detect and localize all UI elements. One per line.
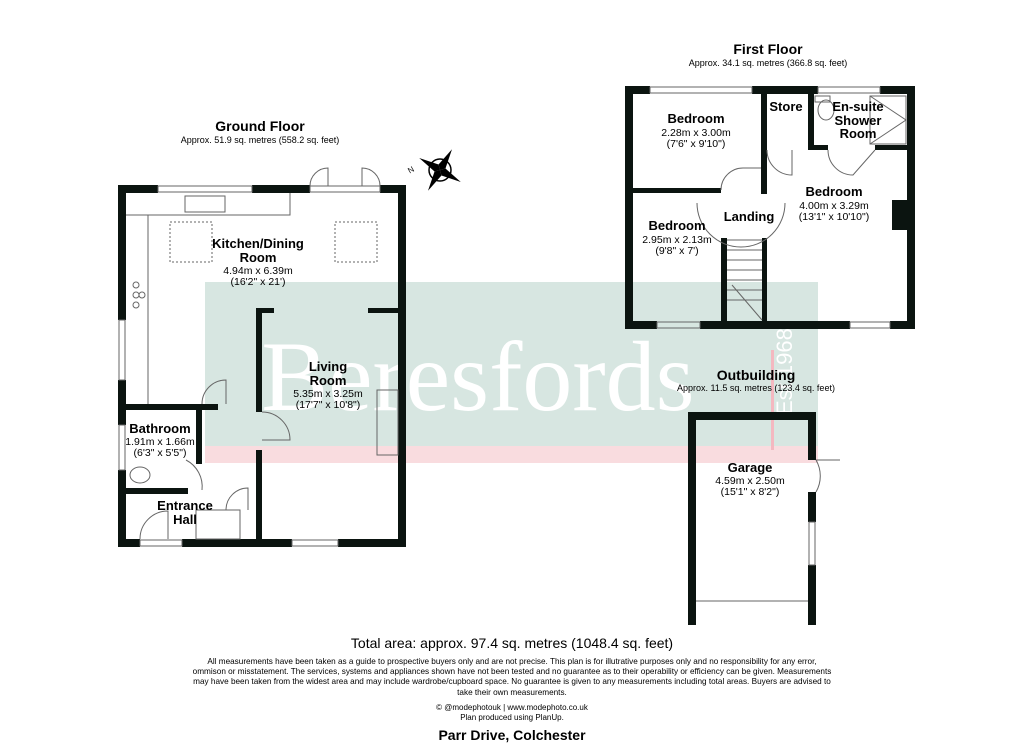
svg-text:1.91m x 1.66m: 1.91m x 1.66m xyxy=(125,436,195,448)
svg-text:Room: Room xyxy=(310,373,347,388)
svg-text:Bedroom: Bedroom xyxy=(648,218,705,233)
svg-text:Store: Store xyxy=(769,99,802,114)
room-kitchen-dining: Kitchen/Dining Room 4.94m x 6.39m (16'2"… xyxy=(212,236,304,288)
room-bedroom-main: Bedroom 4.00m x 3.29m (13'1" x 10'10") xyxy=(799,184,869,223)
room-bedroom-1: Bedroom 2.28m x 3.00m (7'6" x 9'10") xyxy=(661,111,731,150)
first-floor-fixtures xyxy=(649,86,907,329)
svg-text:2.28m x 3.00m: 2.28m x 3.00m xyxy=(661,127,731,139)
svg-text:4.59m x 2.50m: 4.59m x 2.50m xyxy=(715,475,785,487)
first-floor-plan xyxy=(625,86,915,329)
svg-text:(9'8" x 7'): (9'8" x 7') xyxy=(655,245,698,257)
ground-floor-fixtures xyxy=(118,167,399,547)
room-landing: Landing xyxy=(724,209,775,224)
svg-text:(15'1" x 8'2"): (15'1" x 8'2") xyxy=(721,486,780,498)
compass-north-label: N xyxy=(406,165,416,176)
disclaimer: All measurements have been taken as a gu… xyxy=(192,657,832,697)
first-floor-area: Approx. 34.1 sq. metres (366.8 sq. feet) xyxy=(689,58,848,68)
svg-text:(7'6" x 9'10"): (7'6" x 9'10") xyxy=(667,138,726,150)
room-garage: Garage 4.59m x 2.50m (15'1" x 8'2") xyxy=(715,460,785,498)
property-address: Parr Drive, Colchester xyxy=(438,727,586,743)
room-entrance-hall: Entrance Hall xyxy=(157,498,213,527)
svg-text:2.95m x 2.13m: 2.95m x 2.13m xyxy=(642,234,712,246)
svg-text:En-suite: En-suite xyxy=(832,99,883,114)
credit-line-1: © @modephotouk | www.modephoto.co.uk xyxy=(436,703,588,712)
compass-icon: N xyxy=(406,149,461,191)
svg-text:(16'2" x 21'): (16'2" x 21') xyxy=(230,276,285,288)
svg-text:Room: Room xyxy=(840,126,877,141)
svg-text:Shower: Shower xyxy=(835,113,882,128)
outbuilding-title: Outbuilding xyxy=(717,367,796,383)
outbuilding-fixtures xyxy=(696,459,840,602)
svg-text:4.94m x 6.39m: 4.94m x 6.39m xyxy=(223,265,293,277)
watermark: Beresfords Est 1968 xyxy=(205,282,818,463)
svg-text:Garage: Garage xyxy=(728,460,773,475)
room-bedroom-3: Bedroom 2.95m x 2.13m (9'8" x 7') xyxy=(642,218,712,257)
svg-text:Bedroom: Bedroom xyxy=(667,111,724,126)
watermark-established: Est 1968 xyxy=(772,328,797,415)
svg-text:Kitchen/Dining: Kitchen/Dining xyxy=(212,236,304,251)
svg-text:(6'3" x 5'5"): (6'3" x 5'5") xyxy=(134,447,187,459)
room-living: Living Room 5.35m x 3.25m (17'7" x 10'8"… xyxy=(293,359,363,411)
svg-text:Bathroom: Bathroom xyxy=(129,421,190,436)
ground-floor-area: Approx. 51.9 sq. metres (558.2 sq. feet) xyxy=(181,135,340,145)
svg-text:(13'1" x 10'10"): (13'1" x 10'10") xyxy=(799,211,869,223)
svg-text:Bedroom: Bedroom xyxy=(805,184,862,199)
svg-text:(17'7" x 10'8"): (17'7" x 10'8") xyxy=(296,399,361,411)
svg-text:Living: Living xyxy=(309,359,347,374)
total-area: Total area: approx. 97.4 sq. metres (104… xyxy=(350,635,674,651)
watermark-brand: Beresfords xyxy=(261,321,694,432)
svg-text:5.35m x 3.25m: 5.35m x 3.25m xyxy=(293,388,363,400)
svg-text:Hall: Hall xyxy=(173,512,197,527)
outbuilding-area: Approx. 11.5 sq. metres (123.4 sq. feet) xyxy=(677,383,835,393)
ground-floor-plan xyxy=(118,185,406,547)
room-bathroom: Bathroom 1.91m x 1.66m (6'3" x 5'5") xyxy=(125,421,195,459)
svg-text:Entrance: Entrance xyxy=(157,498,213,513)
svg-text:4.00m x 3.29m: 4.00m x 3.29m xyxy=(799,200,869,212)
credit-line-2: Plan produced using PlanUp. xyxy=(460,713,564,722)
room-store: Store xyxy=(769,99,802,114)
svg-text:Landing: Landing xyxy=(724,209,775,224)
credits: © @modephotouk | www.modephoto.co.uk Pla… xyxy=(0,703,1024,723)
room-ensuite: En-suite Shower Room xyxy=(832,99,883,141)
ground-floor-title: Ground Floor xyxy=(215,118,305,134)
first-floor-title: First Floor xyxy=(733,41,803,57)
outbuilding-plan xyxy=(688,412,816,625)
svg-text:Room: Room xyxy=(240,250,277,265)
